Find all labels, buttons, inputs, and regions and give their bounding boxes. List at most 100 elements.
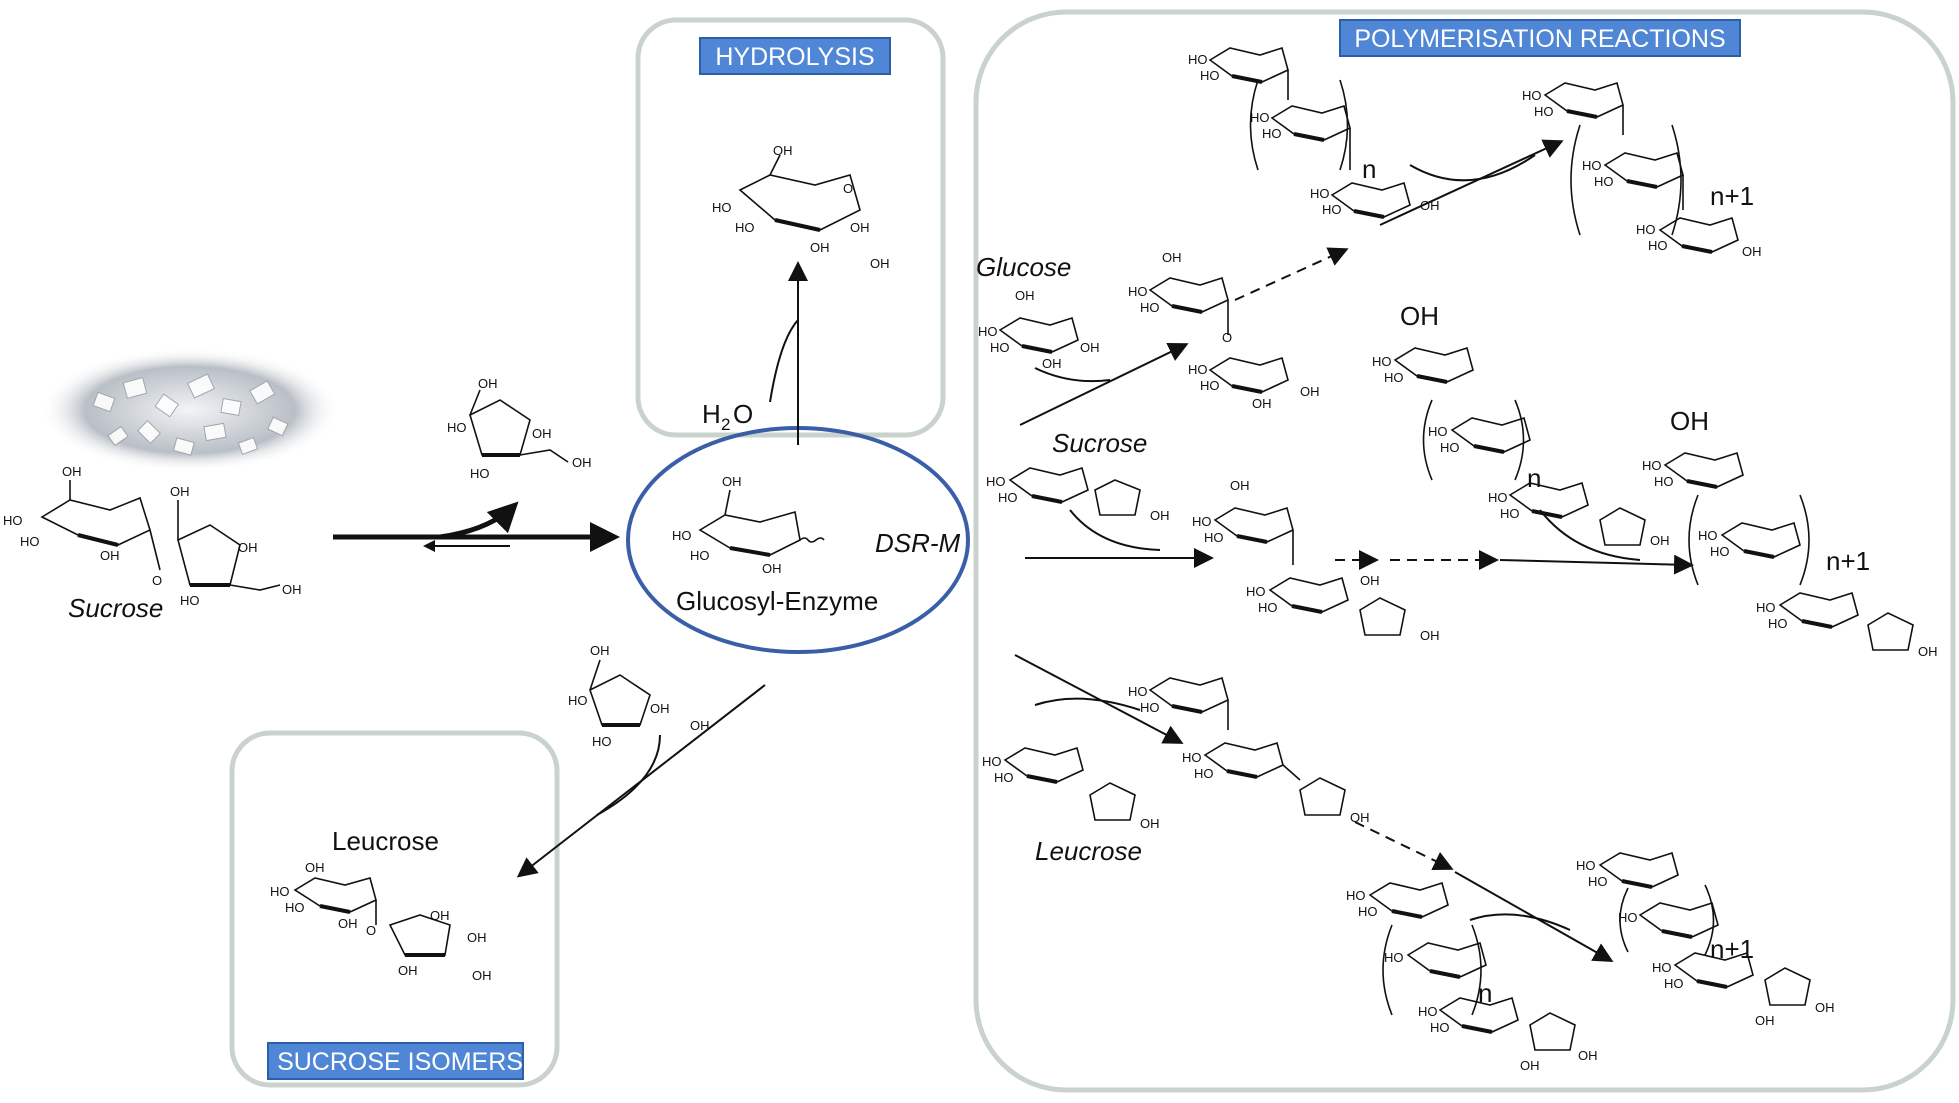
chain-n-attack-arrow (1409, 154, 1536, 182)
ho-label: HO (1418, 1004, 1438, 1019)
polymerisation-panel (973, 9, 1956, 1093)
ho-label: HO (1654, 474, 1674, 489)
ho-label: HO (470, 466, 490, 481)
ho-label: HO (672, 528, 692, 543)
sucrose-label: Sucrose (68, 593, 163, 623)
leucrose-attack-arrow (1034, 697, 1141, 711)
glucose-pathway-arrow (1019, 342, 1189, 426)
ho-label: HO (1664, 976, 1684, 991)
sucrose-isomers-header-text: SUCROSE ISOMERS (277, 1048, 523, 1076)
ho-label: HO (1182, 750, 1202, 765)
sucrose-chain-n1: OH HO HO HO HO n+1 HO HO OH (1642, 406, 1938, 659)
fructose-released-structure: OH HO HO OH OH (447, 376, 592, 481)
oh-label: OH (62, 464, 82, 479)
repeat-n-label: n (1478, 978, 1492, 1008)
ho-label: HO (1636, 222, 1656, 237)
ho-label: HO (180, 593, 200, 608)
dextran-chain-n: HO HO HO HO n HO HO OH (1188, 46, 1440, 219)
ho-label: HO (1262, 126, 1282, 141)
oh-label: OH (1230, 478, 1250, 493)
ho-label: HO (1594, 174, 1614, 189)
oh-label: OH (532, 426, 552, 441)
ho-label: HO (1642, 458, 1662, 473)
oh-label: OH (282, 582, 302, 597)
sucrose-isomers-header: SUCROSE ISOMERS (267, 1042, 524, 1080)
leucrose-acceptor-product: HO HO HO HO OH (1128, 676, 1370, 825)
oh-label: OH (850, 220, 870, 235)
oh-label: OH (1252, 396, 1272, 411)
ho-label: HO (1188, 362, 1208, 377)
ho-label: HO (1322, 202, 1342, 217)
oh-big-label: OH (1670, 406, 1709, 436)
sucrose-acceptor: Sucrose HO HO OH (986, 428, 1170, 523)
isomaltose-product: OH HO HO O HO HO OH OH (1128, 250, 1320, 411)
leucrose-acceptor-label: Leucrose (1035, 836, 1142, 866)
oh-label: OH (590, 643, 610, 658)
oh-label: OH (1080, 340, 1100, 355)
hydrolysis-header-text: HYDROLYSIS (715, 43, 874, 71)
glucose-hydrolysis-structure: OH HO HO OH OH OH O (712, 143, 890, 271)
oh-label: OH (430, 908, 450, 923)
oh-label: OH (478, 376, 498, 391)
ho-label: HO (1192, 514, 1212, 529)
repeat-n1-label: n+1 (1710, 934, 1754, 964)
leucrose-chain-n: HO HO HO n HO HO OH OH (1346, 881, 1598, 1073)
ho-label: HO (1358, 904, 1378, 919)
water-sub: 2 (721, 415, 730, 434)
ho-label: HO (1346, 888, 1366, 903)
ho-label: HO (1140, 700, 1160, 715)
ho-label: HO (1194, 766, 1214, 781)
hydrolysis-panel (635, 17, 946, 438)
ho-label: HO (1188, 52, 1208, 67)
leucrose-label: Leucrose (332, 826, 439, 856)
ho-label: HO (990, 340, 1010, 355)
fructose-acceptor-structure: OH HO HO OH OH (568, 643, 710, 749)
glucosyl-enzyme-label: Glucosyl-Enzyme (676, 586, 878, 616)
repeat-n-label: n (1362, 154, 1376, 184)
ho-label: HO (592, 734, 612, 749)
o-label: O (1222, 330, 1232, 345)
ho-label: HO (978, 324, 998, 339)
oh-label: OH (1150, 508, 1170, 523)
glucose-acceptor: Glucose OH HO HO OH OH (976, 252, 1100, 371)
ho-label: HO (1500, 506, 1520, 521)
repeat-n1-label: n+1 (1826, 546, 1870, 576)
oh-label: OH (398, 963, 418, 978)
ho-label: HO (1582, 158, 1602, 173)
oh-label: OH (650, 701, 670, 716)
oh-label: OH (467, 930, 487, 945)
oh-label: OH (1918, 644, 1938, 659)
sucrose-chain-attack-arrow (1539, 509, 1641, 561)
leucrose-dashed-arrow (1354, 821, 1454, 871)
glucose-dashed-arrow (1234, 247, 1349, 301)
oh-label: OH (1162, 250, 1182, 265)
ho-label: HO (1430, 1020, 1450, 1035)
oh-label: OH (1520, 1058, 1540, 1073)
water-h: H (702, 399, 721, 429)
ho-label: HO (1698, 528, 1718, 543)
ho-label: HO (270, 884, 290, 899)
oh-label: OH (1815, 1000, 1835, 1015)
ho-label: HO (1128, 684, 1148, 699)
oh-label: OH (1742, 244, 1762, 259)
enzyme-label: DSR-M (875, 528, 961, 558)
ho-label: HO (712, 200, 732, 215)
leucrose-pathway-arrow (1014, 654, 1184, 744)
ho-label: HO (690, 548, 710, 563)
ho-label: HO (1522, 88, 1542, 103)
leucrose-acceptor: Leucrose HO HO OH (982, 746, 1160, 866)
oh-big-label: OH (1400, 301, 1439, 331)
o-label: O (152, 573, 162, 588)
fructose-release-arrow (439, 501, 519, 540)
sucrose-acceptor-label: Sucrose (1052, 428, 1147, 458)
sucrose-structure: OH HO HO OH O OH OH HO OH Sucrose (3, 464, 302, 623)
ho-label: HO (1384, 950, 1404, 965)
ho-label: HO (1576, 858, 1596, 873)
ho-label: HO (1756, 600, 1776, 615)
polymerisation-header: POLYMERISATION REACTIONS (1339, 19, 1741, 57)
o-label: O (843, 181, 853, 196)
ho-label: HO (1648, 238, 1668, 253)
ho-label: HO (1204, 530, 1224, 545)
ho-label: HO (1710, 544, 1730, 559)
oh-label: OH (238, 540, 258, 555)
